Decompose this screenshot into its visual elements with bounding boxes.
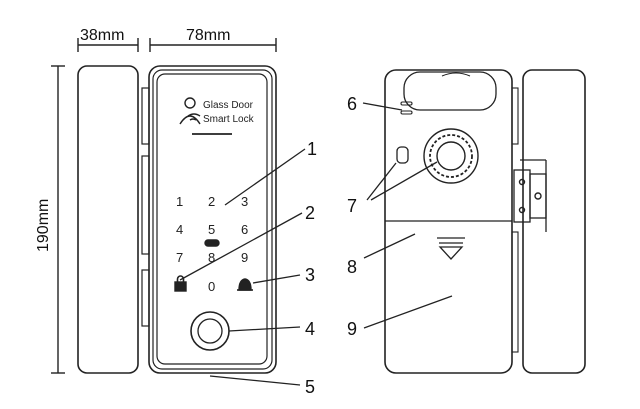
depth-label: 38mm <box>80 27 125 44</box>
height-dimension-line <box>51 65 65 374</box>
side-profile-right <box>522 69 586 374</box>
callout-1: 1 <box>307 139 318 159</box>
depth-dimension-line <box>77 38 139 52</box>
key-8: 8 <box>208 250 216 265</box>
user-wireless-icon <box>179 97 201 125</box>
callout-9: 9 <box>347 319 358 339</box>
callout-2: 2 <box>305 203 316 223</box>
key-9: 9 <box>241 250 249 265</box>
callout-3: 3 <box>305 265 316 285</box>
key-cylinder-icon <box>423 128 479 184</box>
key-4: 4 <box>176 222 184 237</box>
height-label: 190mm <box>35 198 52 252</box>
key-3: 3 <box>241 194 249 209</box>
key-1: 1 <box>176 194 184 209</box>
key-6: 6 <box>241 222 249 237</box>
callout-4: 4 <box>305 319 316 339</box>
battery-cover-arrow-icon <box>437 237 465 260</box>
key-2: 2 <box>208 194 216 209</box>
callout-5: 5 <box>305 377 316 397</box>
doorbell-icon <box>237 278 253 291</box>
callout-leaders <box>179 102 453 386</box>
callout-7: 7 <box>347 196 358 216</box>
key-5: 5 <box>208 222 216 237</box>
strike-bracket <box>513 159 547 232</box>
back-panel <box>384 69 519 374</box>
side-profile-left <box>77 65 139 374</box>
padlock-icon <box>174 275 187 292</box>
brand-line-2: Smart Lock <box>203 114 254 125</box>
width-label: 78mm <box>186 27 231 44</box>
brand-line-1: Glass Door <box>203 100 254 111</box>
callout-6: 6 <box>347 94 358 114</box>
key-7: 7 <box>176 250 184 265</box>
fingerprint-sensor-icon <box>190 311 230 351</box>
front-panel <box>141 65 277 374</box>
width-dimension-line <box>149 38 277 52</box>
key-0: 0 <box>208 279 216 294</box>
callout-8: 8 <box>347 257 358 277</box>
